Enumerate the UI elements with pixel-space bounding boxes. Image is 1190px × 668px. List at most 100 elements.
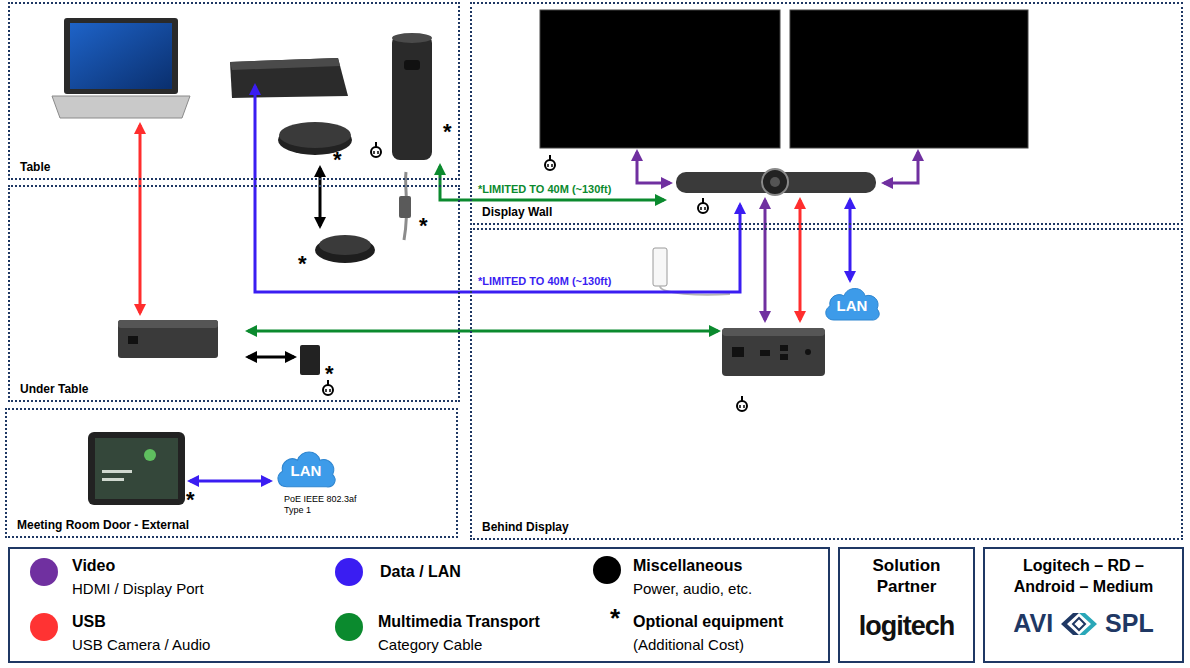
video-wire bbox=[764, 200, 767, 320]
power-wire bbox=[248, 356, 294, 359]
table-hub-body bbox=[118, 320, 218, 358]
display-right bbox=[790, 10, 1028, 148]
legend-sample-mark: * bbox=[610, 604, 620, 632]
data-wire bbox=[849, 200, 852, 280]
legend-detail: HDMI / Display Port bbox=[72, 580, 204, 597]
expansion-mic-top bbox=[319, 235, 371, 255]
logo-row: AVI SPL bbox=[1013, 609, 1153, 638]
scheduler-status bbox=[144, 449, 156, 461]
power-icon bbox=[545, 155, 555, 170]
zone-label: Under Table bbox=[20, 382, 88, 396]
legend-swatch bbox=[30, 558, 58, 586]
legend-swatch bbox=[30, 613, 58, 641]
video-wire bbox=[637, 152, 670, 183]
legend-label: Data / LAN bbox=[380, 563, 461, 581]
sight-camera bbox=[392, 33, 432, 160]
partner-box: Solution Partnerlogitech bbox=[838, 547, 975, 663]
legend-label: Optional equipment bbox=[633, 613, 783, 631]
compute-hub-port bbox=[732, 347, 744, 357]
table-hub-top bbox=[118, 320, 218, 328]
box-title: Logitech – RD – Android – Medium bbox=[994, 555, 1174, 597]
cloud-outline bbox=[278, 452, 335, 487]
data-wire bbox=[190, 480, 270, 483]
cloud-outline bbox=[826, 289, 879, 321]
scheduler-body bbox=[88, 432, 185, 505]
transport-wire bbox=[440, 166, 664, 200]
tap-screen-edge bbox=[230, 58, 340, 70]
adapter-box bbox=[399, 196, 411, 218]
optional-mark: * bbox=[419, 214, 428, 238]
table-hub bbox=[118, 320, 218, 358]
power-supply-body bbox=[300, 345, 320, 375]
cloud-label: LAN bbox=[291, 458, 322, 479]
sight-top bbox=[392, 33, 432, 43]
compute-hub-port bbox=[805, 349, 811, 355]
logo-mark bbox=[1057, 610, 1101, 638]
data-wire bbox=[255, 86, 740, 292]
zone-band: Under Table bbox=[8, 185, 460, 402]
optional-mark: * bbox=[298, 252, 307, 276]
compute-hub-body bbox=[722, 328, 825, 376]
usb-wire bbox=[799, 200, 802, 320]
legend-label: Video bbox=[72, 557, 115, 575]
injector-body bbox=[653, 248, 667, 286]
zone-band: Meeting Room Door - External LAN PoE IEEE … bbox=[5, 408, 458, 538]
compute-hub-port bbox=[780, 354, 788, 360]
transport-wire bbox=[248, 330, 718, 333]
scheduler-line bbox=[102, 478, 124, 481]
video-wire bbox=[884, 152, 918, 183]
compute-hub-port bbox=[780, 345, 788, 351]
zone-band: Table bbox=[8, 2, 460, 180]
power-icon bbox=[737, 396, 747, 411]
zone-label: Meeting Room Door - External bbox=[17, 518, 189, 532]
zone-label: Behind Display bbox=[482, 520, 569, 534]
poe-injector bbox=[653, 248, 730, 295]
usb-wire bbox=[139, 125, 142, 313]
expansion-mic bbox=[315, 235, 375, 263]
compute-hub-port bbox=[760, 350, 770, 356]
legend-swatch bbox=[335, 558, 363, 586]
wires bbox=[140, 86, 918, 481]
distance-note: *LIMITED TO 40M (~130ft) bbox=[478, 275, 611, 288]
misc-wire bbox=[319, 168, 322, 226]
room-scheduler bbox=[88, 432, 185, 505]
compute-hub bbox=[722, 328, 825, 376]
cloud-label: LAN bbox=[837, 293, 868, 314]
sight-lens bbox=[404, 60, 420, 70]
legend-swatch bbox=[593, 556, 621, 584]
laptop-illustration bbox=[52, 18, 190, 118]
legend-label: USB bbox=[72, 613, 106, 631]
scheduler-screen bbox=[95, 438, 178, 499]
logo-chevron bbox=[1061, 613, 1079, 635]
video-bar-lens-core bbox=[770, 177, 780, 187]
legend-label: Miscellaneous bbox=[633, 557, 742, 575]
compute-hub-top bbox=[722, 328, 825, 336]
laptop-lid bbox=[64, 18, 178, 94]
power-icon bbox=[698, 198, 708, 213]
logo-chevron bbox=[1079, 613, 1097, 635]
optional-mark: * bbox=[443, 120, 452, 144]
laptop-base bbox=[52, 96, 190, 118]
power-supply bbox=[300, 345, 320, 375]
legend-detail: Category Cable bbox=[378, 636, 482, 653]
port-caption: PoE IEEE 802.3af Type 1 bbox=[284, 494, 358, 516]
logo-diamond bbox=[1073, 618, 1085, 630]
table-hub-port bbox=[128, 336, 138, 344]
video-bar-lens bbox=[762, 169, 788, 195]
legend-detail: Power, audio, etc. bbox=[633, 580, 752, 597]
logo-text: SPL bbox=[1105, 609, 1154, 638]
zone-band: Behind Display LAN bbox=[470, 228, 1183, 540]
power-icon bbox=[371, 142, 381, 157]
video-bar bbox=[676, 169, 876, 195]
optional-mark: * bbox=[325, 362, 334, 386]
zone-label: Table bbox=[20, 160, 50, 174]
logo-text: AVI bbox=[1013, 609, 1053, 638]
brand-box: Logitech – RD – Android – MediumAVI SPL bbox=[983, 547, 1184, 663]
zone-label: Display Wall bbox=[482, 205, 552, 219]
lan-cloud: LAN bbox=[822, 283, 882, 323]
optional-mark: * bbox=[333, 148, 342, 172]
tap-body bbox=[230, 58, 348, 98]
legend-detail: USB Camera / Audio bbox=[72, 636, 210, 653]
legend-detail: (Additional Cost) bbox=[633, 636, 744, 653]
display-left bbox=[540, 10, 780, 148]
